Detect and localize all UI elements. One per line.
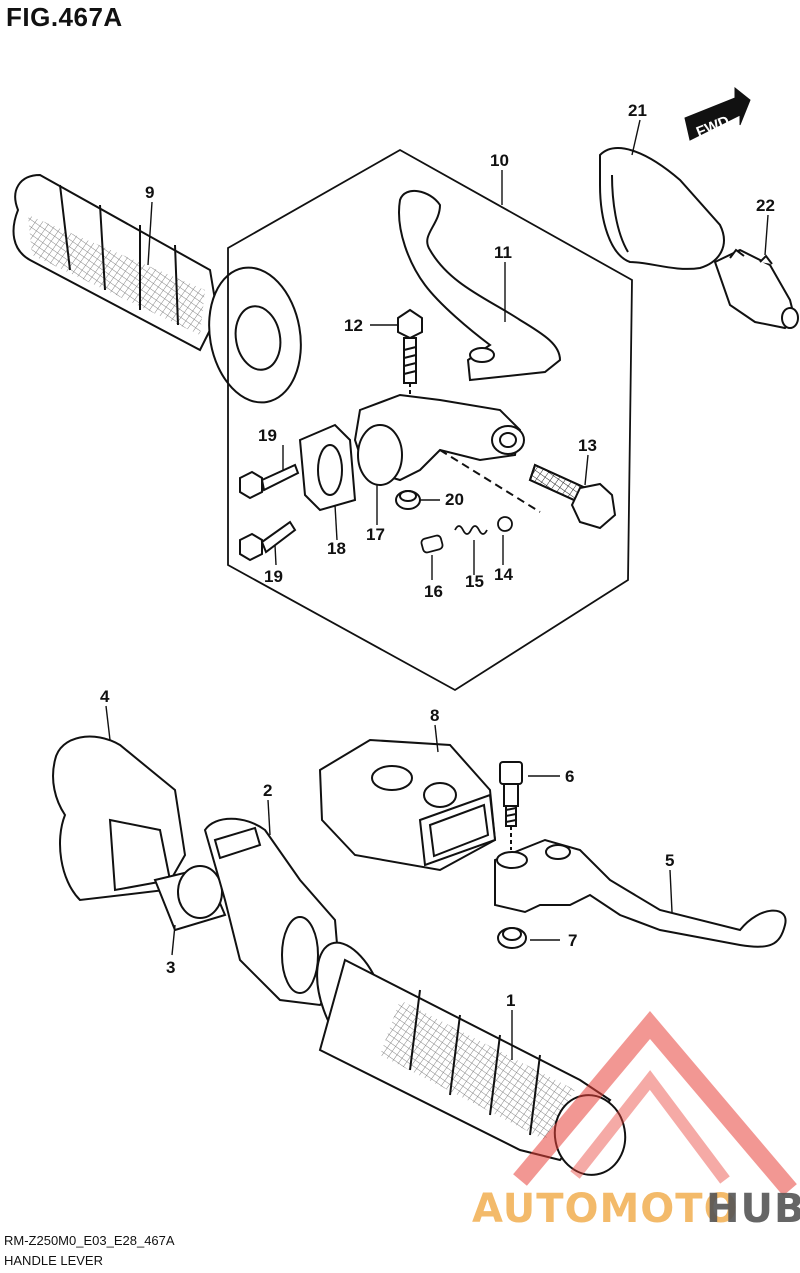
watermark-logo: AUTOMOTO HUB	[472, 1011, 800, 1232]
label-part-2: 2	[263, 781, 272, 800]
holder-part-17	[353, 393, 541, 513]
grip-right-part-1	[316, 941, 627, 1176]
diagram-code: RM-Z250M0_E03_E28_467A	[4, 1233, 175, 1248]
label-part-11: 11	[494, 243, 512, 262]
cover-part-21	[599, 147, 725, 270]
housing-part-2	[203, 817, 342, 1007]
label-part-19-lower: 19	[264, 567, 283, 586]
leader-lines	[105, 119, 769, 1060]
label-part-13: 13	[578, 436, 597, 455]
label-part-20: 20	[445, 490, 464, 509]
assembly-outline-part-10	[227, 148, 633, 692]
clamp-part-18	[298, 423, 357, 512]
label-part-7: 7	[568, 931, 577, 950]
label-part-4: 4	[100, 687, 110, 706]
watermark-text-b: HUB	[706, 1186, 800, 1232]
lever-part-5	[494, 838, 787, 948]
label-part-15: 15	[465, 572, 484, 591]
watermark-text-a: AUTOMOTO	[472, 1186, 739, 1232]
nut-part-7	[497, 927, 527, 949]
figure-title: FIG.467A	[6, 2, 123, 32]
cover-part-4	[52, 735, 187, 902]
label-part-17: 17	[366, 525, 385, 544]
label-part-14: 14	[494, 565, 513, 584]
label-part-8: 8	[430, 706, 439, 725]
label-part-21: 21	[628, 101, 647, 120]
label-part-5: 5	[665, 851, 674, 870]
grip-left-part-9	[12, 173, 302, 404]
spring-part-15	[454, 525, 488, 535]
label-part-22: 22	[756, 196, 775, 215]
pin-part-16	[420, 534, 444, 554]
label-part-16: 16	[424, 582, 443, 601]
screw-part-19-upper	[239, 463, 300, 500]
label-part-3: 3	[166, 958, 175, 977]
lever-part-11	[398, 190, 562, 382]
label-part-6: 6	[565, 767, 574, 786]
label-part-10: 10	[490, 151, 509, 170]
adjuster-part-13	[528, 463, 617, 530]
bolt-part-6	[499, 761, 523, 850]
part-number-labels: 9 10 11 12 21 22 13 19 20 17 18 19 16 15…	[100, 101, 775, 1010]
bolt-part-12	[397, 308, 423, 400]
diagram-name: HANDLE LEVER	[4, 1253, 103, 1268]
label-part-1: 1	[506, 991, 515, 1010]
fwd-arrow: FWD	[684, 86, 751, 141]
label-part-19-upper: 19	[258, 426, 277, 445]
label-part-12: 12	[344, 316, 363, 335]
nut-part-20	[395, 490, 421, 510]
screw-part-19-lower	[239, 520, 297, 562]
ball-part-14	[497, 516, 513, 532]
boot-part-8	[318, 738, 497, 872]
collar-part-3	[153, 865, 227, 932]
nut-part-22	[713, 248, 799, 330]
label-part-9: 9	[145, 183, 154, 202]
label-part-18: 18	[327, 539, 346, 558]
